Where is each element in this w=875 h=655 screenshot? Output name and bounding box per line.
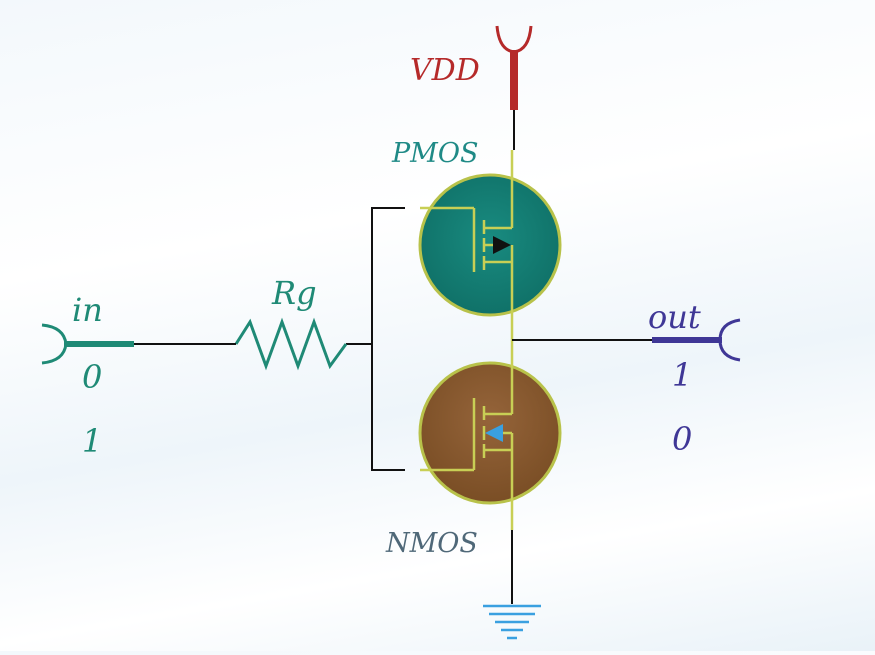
output-state-0: 1 [672,356,692,394]
input-label: in [72,291,103,329]
nmos-arrow-icon [485,424,503,442]
pmos-label: PMOS [391,138,478,169]
output-state-1: 0 [672,420,692,458]
output-terminal [512,318,741,362]
vdd-label: VDD [410,53,480,88]
resistor-label: Rg [271,274,317,312]
pmos-transistor [418,150,562,345]
ground-icon [483,530,541,640]
pmos-arrow-icon [493,236,511,254]
input-state-0: 0 [82,358,102,396]
input-state-1: 1 [82,422,102,460]
input-terminal [41,323,236,365]
gate-connection [371,207,405,471]
resistor-rg [234,317,348,371]
nmos-label: NMOS [385,528,478,559]
nmos-transistor [418,345,562,530]
vdd-terminal [495,25,533,150]
output-label: out [648,298,701,336]
